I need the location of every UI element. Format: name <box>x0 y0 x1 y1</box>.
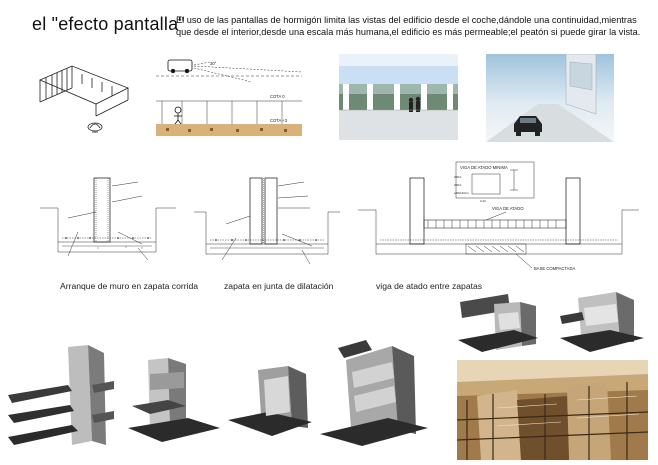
page-title: el "efecto pantalla" <box>32 14 185 34</box>
isometric-sketch <box>32 58 132 138</box>
label-viga-atado: VIGA DE ATADO <box>492 206 524 211</box>
intro-paragraph: El uso de las pantallas de hormigón limi… <box>176 15 641 37</box>
detail-expansion-joint <box>192 172 342 272</box>
plan-cota-bottom: COTA +3 <box>270 118 288 123</box>
caption-detail-2: zapata en junta de dilatación <box>224 281 334 291</box>
label-rebar-bottom: 2Ø12 <box>454 183 462 187</box>
plan-angle-label: 30° <box>210 61 217 66</box>
label-stirrup: eØ6A30cm. <box>454 191 470 195</box>
construction-site-photo <box>457 360 648 460</box>
label-section: 0.40 <box>480 199 486 203</box>
window-view-photo <box>339 54 458 140</box>
deck-strip <box>156 124 302 136</box>
caption-detail-3: viga de atado entre zapatas <box>376 281 483 291</box>
road-view-photo <box>486 54 614 142</box>
caption-detail-1: Arranque de muro en zapata corrida <box>60 281 199 291</box>
label-viga-minima: VIGA DE ATADO MINIMA <box>460 165 508 170</box>
detail-wall-footing <box>38 172 178 272</box>
render-1 <box>8 345 116 457</box>
render-5 <box>458 292 540 354</box>
label-base-compactada: BASE COMPACTADA <box>534 266 575 271</box>
render-6 <box>560 292 644 354</box>
plan-section-sketch: 30° COTA 0 COTA +3 <box>152 54 304 138</box>
render-4 <box>318 330 430 448</box>
detail-tie-beam: VIGA DE ATADO MINIMA 2Ø12 2Ø12 eØ6A30cm.… <box>356 160 641 272</box>
label-rebar-top: 2Ø12 <box>454 175 462 179</box>
render-2 <box>128 358 221 446</box>
plan-cota-top: COTA 0 <box>270 94 285 99</box>
render-3 <box>228 366 312 446</box>
